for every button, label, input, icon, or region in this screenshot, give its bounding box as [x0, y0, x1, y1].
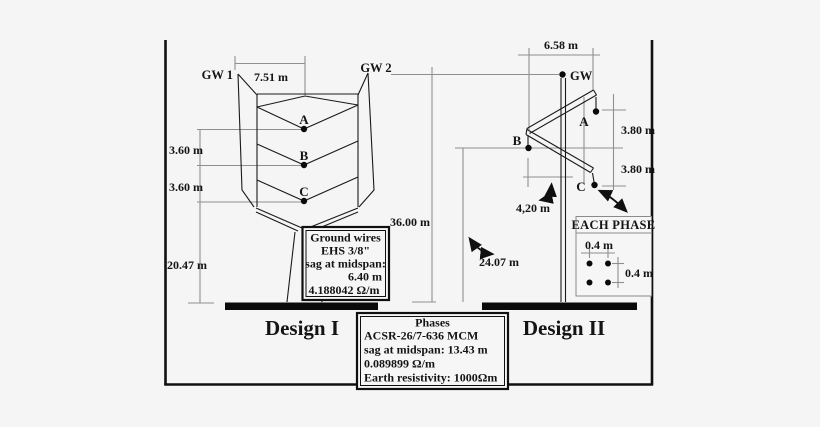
- phases-box-line3: 0.089899 Ω/m: [364, 357, 435, 371]
- design2-bc-dim: 3.80 m: [621, 162, 655, 176]
- design1-phase-b-conductor: [300, 161, 308, 169]
- ground-bases: [225, 302, 637, 310]
- design1-phase-c-conductor: [300, 197, 308, 205]
- design1-phase-a-conductor: [300, 125, 308, 133]
- design1-height-dim: 20.47 m: [167, 258, 207, 272]
- phases-box-line1: ACSR-26/7-636 MCM: [364, 329, 478, 343]
- gw-box-line2: EHS 3/8": [321, 244, 370, 258]
- gw-box-line4: 6.40 m: [348, 270, 382, 284]
- each-phase-arrow: [597, 189, 628, 213]
- design2-phase-c-label: C: [576, 179, 585, 194]
- design1-phase-b-label: B: [300, 148, 309, 163]
- phase-height-arrow: [468, 236, 495, 260]
- design2-title: Design II: [523, 316, 605, 340]
- design2-ab-dim: 3.80 m: [621, 123, 655, 137]
- design2-phase-b-label: B: [513, 133, 522, 148]
- gw-box-line5: 4.188042 Ω/m: [309, 283, 380, 297]
- design2-gw-label: GW: [570, 69, 593, 83]
- design2-phase-c-conductor: [591, 181, 598, 189]
- design1-phase-c-label: C: [299, 184, 308, 199]
- design2-labels: 6.58 m GW A B C 3.80 m 3.80 m 4,20 m 36.…: [390, 38, 655, 340]
- arm-dim-arrow: [538, 182, 557, 204]
- each-phase-title: EACH PHASE: [572, 218, 656, 232]
- design1-bc-dim: 3.60 m: [169, 180, 203, 194]
- design2-phase-a-conductor: [592, 108, 600, 115]
- bundle-dx-dim: 0.4 m: [585, 238, 613, 252]
- design1-gw1-label: GW 1: [202, 68, 233, 82]
- phases-box-line4: Earth resistivity: 1000Ωm: [364, 371, 497, 385]
- bundle-conductor-dot: [586, 260, 593, 267]
- bundle-detail: EACH PHASE 0.4 m 0.4 m: [572, 216, 656, 297]
- phases-box-title: Phases: [415, 316, 450, 330]
- design2-gw-conductor: [559, 71, 566, 78]
- design2-dimension-lines: [455, 48, 626, 190]
- design1-tower: [237, 72, 375, 303]
- design2-tower: [525, 71, 600, 302]
- ground-wires-box: Ground wires EHS 3/8" sag at midspan: 6.…: [301, 225, 391, 302]
- design1-labels: GW 1 GW 2 7.51 m A B C 3.60 m 3.60 m 20.…: [167, 61, 392, 340]
- design1-phase-a-label: A: [299, 112, 309, 127]
- phase-height-dim: 24.07 m: [479, 255, 519, 269]
- design2-ground-base: [482, 302, 637, 310]
- phases-box-line2: sag at midspan: 13.43 m: [364, 343, 488, 357]
- design1-dimension-lines: [188, 56, 559, 304]
- gw-box-line3: sag at midspan:: [305, 257, 386, 271]
- design2-phase-a-label: A: [579, 114, 589, 129]
- gw-box-line1: Ground wires: [310, 231, 381, 245]
- design1-gw2-label: GW 2: [360, 61, 391, 75]
- design1-span-dim: 7.51 m: [254, 70, 288, 84]
- bundle-dy-dim: 0.4 m: [625, 266, 653, 280]
- design1-title: Design I: [265, 316, 339, 340]
- design2-arm-dim: 4,20 m: [516, 201, 550, 215]
- design2-phase-b-conductor: [525, 144, 532, 152]
- bundle-conductor-dot: [586, 279, 593, 286]
- design1-ab-dim: 3.60 m: [169, 143, 203, 157]
- gw-height-dim: 36.00 m: [390, 215, 430, 229]
- bundle-conductor-dot: [605, 279, 611, 286]
- design2-span-dim: 6.58 m: [544, 38, 578, 52]
- bundle-conductor-dot: [605, 260, 611, 267]
- phases-box: Phases ACSR-26/7-636 MCM sag at midspan:…: [355, 311, 510, 391]
- design1-ground-base: [225, 302, 378, 310]
- leader-arrows: [468, 182, 628, 260]
